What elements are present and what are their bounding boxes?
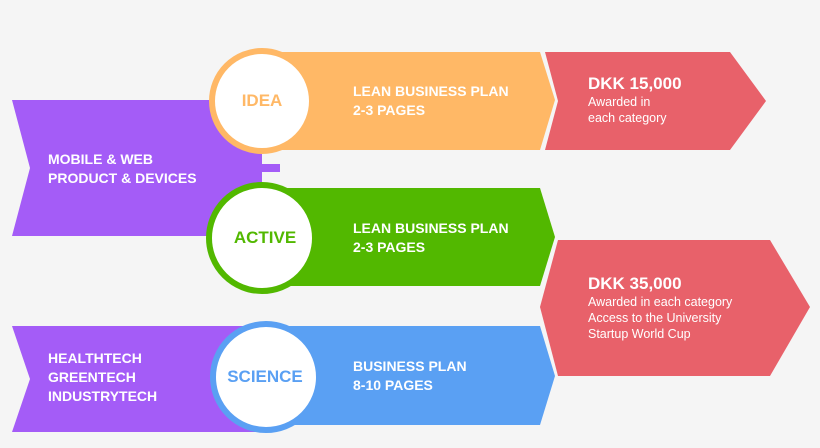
prize-arrow-35000	[540, 240, 810, 376]
category-line: GREENTECH	[48, 369, 136, 385]
stage-circle-idea	[209, 48, 315, 154]
prize-arrow-15000	[545, 52, 766, 150]
stage-band-science	[262, 326, 555, 425]
stage-circle-active	[206, 182, 318, 294]
plan-line: 8-10 PAGES	[353, 377, 433, 393]
prize-line: each category	[588, 111, 667, 125]
prize-amount: DKK 15,000	[588, 74, 682, 93]
plan-text-science: BUSINESS PLAN 8-10 PAGES	[353, 357, 467, 395]
plan-line: BUSINESS PLAN	[353, 358, 467, 374]
stage-band-active	[262, 188, 555, 286]
category-arrow-mobile-web	[12, 100, 262, 236]
category-arrow-healthtech	[12, 326, 262, 432]
prize-amount: DKK 35,000	[588, 274, 682, 293]
stage-band-idea	[262, 52, 555, 150]
category-connector	[240, 164, 280, 172]
category-line: MOBILE & WEB	[48, 151, 153, 167]
category-line: INDUSTRYTECH	[48, 388, 158, 404]
stage-label-science: SCIENCE	[227, 367, 303, 386]
prize-line: Awarded in each category	[588, 295, 733, 309]
stage-label-idea: IDEA	[241, 91, 283, 110]
plan-line: LEAN BUSINESS PLAN	[353, 83, 509, 99]
prize-text-35000: DKK 35,000 Awarded in each category Acce…	[588, 274, 732, 342]
prize-line: Awarded in	[588, 95, 651, 109]
category-line: HEALTHTECH	[48, 350, 142, 366]
plan-line: 2-3 PAGES	[353, 239, 426, 255]
plan-text-idea: LEAN BUSINESS PLAN 2-3 PAGES	[353, 82, 509, 120]
prize-line: Access to the University	[588, 311, 722, 325]
plan-line: LEAN BUSINESS PLAN	[353, 220, 509, 236]
category-text-healthtech: HEALTHTECH GREENTECH INDUSTRYTECH	[48, 349, 157, 406]
prize-line: Startup World Cup	[588, 327, 691, 341]
category-text-mobile-web: MOBILE & WEB PRODUCT & DEVICES	[48, 150, 197, 188]
stage-circle-science	[210, 321, 322, 433]
plan-text-active: LEAN BUSINESS PLAN 2-3 PAGES	[353, 219, 509, 257]
category-line: PRODUCT & DEVICES	[48, 170, 197, 186]
prize-text-15000: DKK 15,000 Awarded in each category	[588, 74, 682, 126]
stage-label-active: ACTIVE	[233, 228, 297, 247]
plan-line: 2-3 PAGES	[353, 102, 426, 118]
